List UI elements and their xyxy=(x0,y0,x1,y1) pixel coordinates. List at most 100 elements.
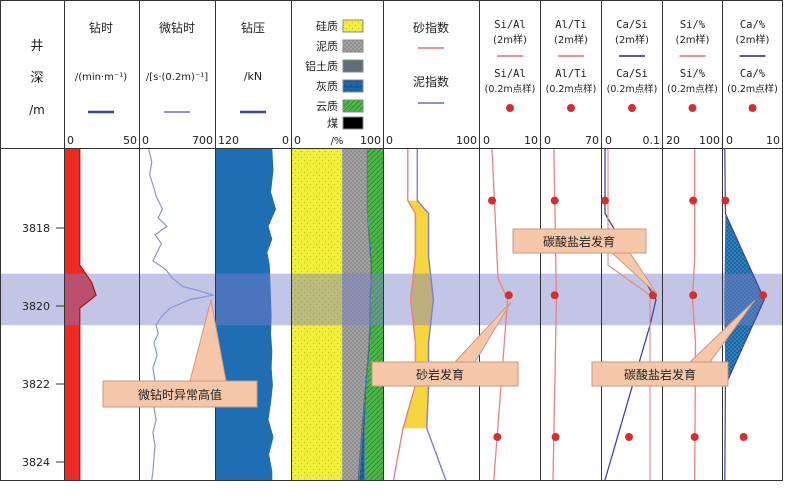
lith-mud-area xyxy=(342,149,371,480)
micro-rop-axis-max: 700 xyxy=(192,134,213,147)
index-axis-max: 100 xyxy=(456,134,477,147)
ratio-header-bot2: (0.2m点样) xyxy=(667,83,718,95)
ratio-axis-max: 100 xyxy=(699,134,720,147)
ratio-sample-point xyxy=(759,291,768,300)
sand-index-curve xyxy=(392,149,417,481)
ratio-sample-point xyxy=(493,433,502,441)
lith-legend-label: 泥质 xyxy=(316,40,338,53)
ratio-axis-min: 0 xyxy=(726,134,733,147)
callout-carb1: 碳酸盐岩发育 xyxy=(512,228,658,295)
ratio-axis-max: 10 xyxy=(766,134,780,147)
ratio-header-top2: (2m样) xyxy=(554,33,588,46)
ratio-sample-point xyxy=(689,291,698,300)
lith-axis-min: 0 xyxy=(294,134,301,147)
lith-axis-unit: /% xyxy=(331,136,344,147)
callout-micro: 微钻时异常高值 xyxy=(102,299,258,408)
micro-rop-axis-min: 0 xyxy=(142,134,149,147)
rop-curve xyxy=(79,149,97,480)
sand-index-title: 砂指数 xyxy=(413,20,449,35)
wob-axis-max: 0 xyxy=(282,134,289,147)
micro-rop-header: 微钻时 /[s·(0.2m)⁻¹] 0 700 xyxy=(142,20,213,147)
ratio-sample-point xyxy=(690,433,699,441)
lith-lime-area xyxy=(359,149,373,480)
ratio-header-bot2: (0.2m点样) xyxy=(485,83,536,95)
wob-axis-min: 120 xyxy=(218,134,239,147)
ratio-sample-point xyxy=(625,433,633,441)
ratio-sample-point xyxy=(550,196,559,205)
ratio-header-top: Ca/Si xyxy=(616,19,648,31)
ratio-axis-max: 10 xyxy=(524,134,538,147)
micro-rop-curve xyxy=(148,148,216,481)
ratio-axis-min: 0 xyxy=(605,134,612,147)
wob-header: 钻压 /kN 120 0 xyxy=(218,20,289,147)
ratio-header-bot: Si/% xyxy=(680,68,706,80)
ratio-curve-2m xyxy=(491,148,509,481)
rop-axis-min: 0 xyxy=(67,134,74,147)
lith-swatch-mud xyxy=(342,39,364,53)
ratio-header-top2: (2m样) xyxy=(493,33,527,46)
ca-carbonate-fill xyxy=(724,213,765,386)
micro-rop-unit: /[s·(0.2m)⁻¹] xyxy=(146,72,208,83)
ratio-header-bot: Ca/Si xyxy=(616,68,648,80)
callout-sand: 砂岩发育 xyxy=(371,301,519,387)
ratio-axis-max: 0.1 xyxy=(643,134,661,147)
ratio-sample-point xyxy=(551,433,560,441)
ratio-header-bot: Al/Ti xyxy=(555,68,587,80)
depth-header-char: 深 xyxy=(30,71,43,86)
index-axis-min: 0 xyxy=(386,134,393,147)
wob-title: 钻压 xyxy=(241,20,265,35)
ratio-axis-min: 20 xyxy=(666,134,680,147)
callout-carb2-box xyxy=(591,299,756,387)
lith-swatch-coal xyxy=(342,116,364,130)
depth-tick-label: 3824 xyxy=(22,456,50,469)
lithology-header: 硅质 泥质 铝土质 灰质 云质 煤 0 /% 100 xyxy=(294,19,381,147)
ratio-curve-2m xyxy=(724,148,765,481)
curve-layer xyxy=(79,148,768,481)
ratio-curve-2m xyxy=(691,149,697,481)
ratio-header-bot2: (0.2m点样) xyxy=(607,83,658,95)
rop-title: 钻时 xyxy=(89,20,113,35)
callout-micro-box xyxy=(102,299,258,408)
index-header: 砂指数 泥指数 0 100 xyxy=(386,20,477,147)
ratio-sample-point xyxy=(601,196,609,205)
ratio-sample-point xyxy=(689,196,698,205)
lith-swatch-bauxite xyxy=(342,59,364,73)
ratio-header-top: Si/% xyxy=(680,19,706,31)
ratio-header-bot: Ca/% xyxy=(740,68,766,80)
depth-tick-label: 3822 xyxy=(22,378,50,391)
lith-legend-label: 煤 xyxy=(327,117,338,130)
lith-legend-label: 铝土质 xyxy=(305,59,338,73)
ratio-sample-point xyxy=(721,196,730,205)
ratio-header-top: Ca/% xyxy=(740,19,766,31)
depth-axis: 3818 3820 3822 3824 xyxy=(22,222,64,469)
ratio-curve-aux xyxy=(607,149,651,480)
lith-axis-max: 100 xyxy=(360,134,381,147)
ratio-legend-point xyxy=(506,104,514,112)
ratio-header-top: Al/Ti xyxy=(555,19,587,31)
callout-carb2: 碳酸盐岩发育 xyxy=(591,299,756,387)
rop-header: 钻时 /(min·m⁻¹) 0 50 xyxy=(67,20,137,147)
ratio-axis-min: 0 xyxy=(544,134,551,147)
depth-header: 井 深 /m xyxy=(29,39,45,117)
ratio-sample-point xyxy=(488,196,496,205)
micro-rop-title: 微钻时 xyxy=(159,20,195,35)
ratio-legend-point xyxy=(567,104,575,112)
lith-legend-label: 硅质 xyxy=(316,20,338,33)
lith-swatch-lime xyxy=(342,79,364,93)
mud-index-title: 泥指数 xyxy=(413,74,449,89)
depth-tick-label: 3818 xyxy=(22,222,50,235)
ratio-axis-max: 70 xyxy=(585,134,599,147)
highlight-band xyxy=(0,273,782,326)
wob-unit: /kN xyxy=(244,70,262,83)
lith-legend-label: 云质 xyxy=(316,100,338,113)
ratio-sample-point xyxy=(550,291,559,300)
ratio-header-bot2: (0.2m点样) xyxy=(727,83,778,95)
ratio-sample-point xyxy=(504,291,513,300)
ratio-header-top2: (2m样) xyxy=(676,33,710,46)
callout-micro-text: 微钻时异常高值 xyxy=(138,387,222,402)
rop-fill xyxy=(65,149,97,480)
rop-unit: /(min·m⁻¹) xyxy=(75,72,127,83)
callout-carb2-text: 碳酸盐岩发育 xyxy=(624,367,696,382)
